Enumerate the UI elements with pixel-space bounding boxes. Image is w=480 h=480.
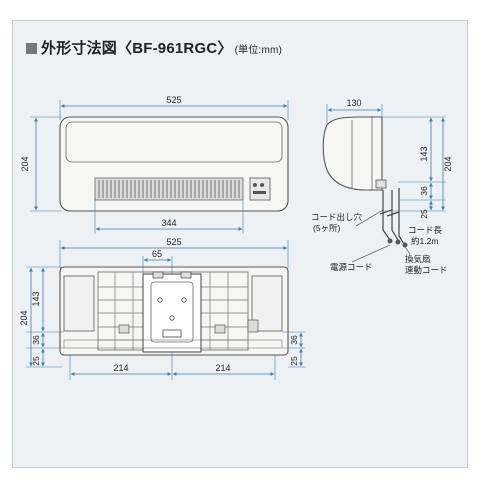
- back-center-label: 65: [152, 249, 162, 259]
- side-depth-label: 130: [346, 98, 361, 108]
- back-left-span-label: 214: [113, 363, 128, 373]
- side-cords: [379, 188, 405, 245]
- back-right-low-label: 25: [289, 356, 299, 366]
- back-height-label: 204: [19, 310, 29, 325]
- back-low-label: 25: [31, 356, 41, 366]
- cord-outlet-label: コード出し穴: [311, 212, 363, 222]
- cord-outlet-count-label: (5ヶ所): [313, 223, 341, 233]
- front-inner-width-label: 344: [161, 218, 176, 228]
- back-view: 525 65 204 143 36 25 36 25 214 214: [19, 237, 306, 380]
- front-control-panel: [249, 177, 271, 201]
- side-mid-label: 36: [419, 186, 429, 196]
- cord-length-value-label: 約1.2m: [411, 236, 438, 246]
- front-view: 525 204 344: [20, 95, 289, 234]
- front-width-label: 525: [166, 95, 181, 105]
- cord-length-label: コード長: [408, 225, 443, 235]
- title-text: 外形寸法図〈BF-961RGC〉: [41, 40, 233, 57]
- back-mounting-plate: [142, 273, 202, 353]
- front-top-panel: [65, 121, 283, 163]
- unit-label: (単位:mm): [234, 45, 283, 56]
- front-height-label: 204: [20, 156, 30, 171]
- diagram-panel: [12, 20, 468, 468]
- side-body-outline: [322, 116, 383, 191]
- back-upper-label: 143: [31, 291, 41, 306]
- side-view: 130 143 36 25 204 コード出し穴 (5ヶ所) コード長 約1.2…: [311, 98, 453, 275]
- side-height-label: 204: [443, 156, 453, 171]
- front-grille: [94, 177, 244, 201]
- back-mid-label: 36: [31, 335, 41, 345]
- back-right-mid-label: 36: [289, 335, 299, 345]
- title-bullet-icon: [26, 43, 37, 54]
- back-width-label: 525: [166, 237, 181, 247]
- back-right-span-label: 214: [215, 363, 230, 373]
- fan-link-label-1: 換気扇: [405, 254, 431, 264]
- side-upper-label: 143: [419, 146, 429, 161]
- side-low-label: 25: [419, 209, 429, 219]
- power-cord-label: 電源コード: [330, 262, 373, 272]
- fan-link-label-2: 連動コード: [405, 265, 448, 275]
- diagram-title: 外形寸法図〈BF-961RGC〉(単位:mm): [26, 37, 282, 58]
